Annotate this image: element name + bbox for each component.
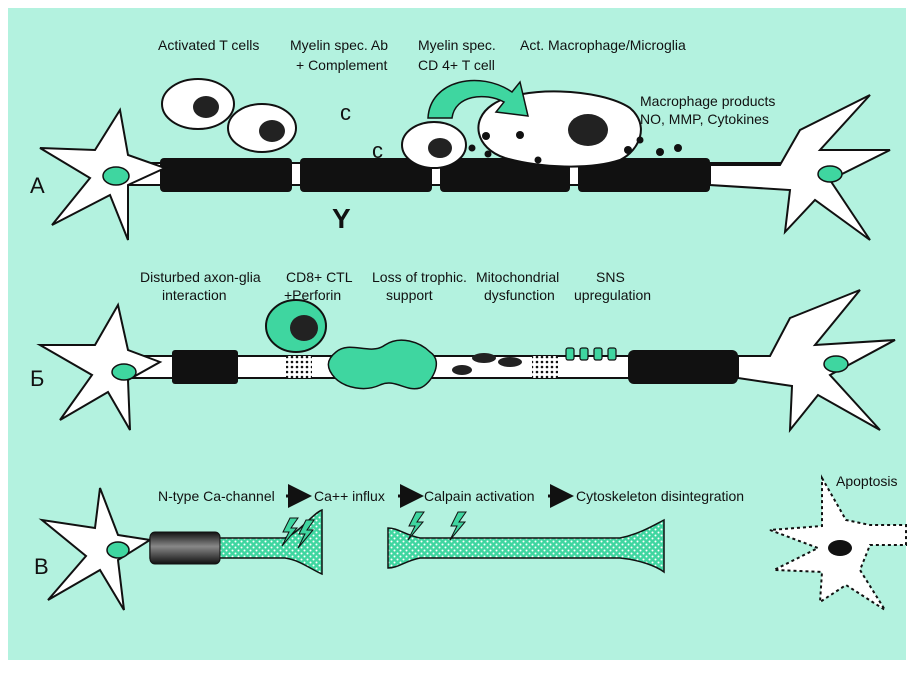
myelin-segment: [172, 350, 238, 384]
label-support: support: [386, 287, 433, 303]
label-upregulation: upregulation: [574, 287, 651, 303]
panel-v-letter: В: [34, 554, 49, 579]
label-interaction: interaction: [162, 287, 227, 303]
label-sns: SNS: [596, 269, 625, 285]
cd8-ctl-nucleus: [290, 315, 318, 341]
macrophage-nucleus: [568, 114, 608, 146]
label-n-type-ca-channel: N-type Ca-channel: [158, 488, 275, 504]
antibody-symbol: Y: [332, 203, 351, 234]
cd4-t-cell-nucleus: [428, 138, 452, 158]
nucleus-icon: [828, 540, 852, 556]
label-cd8-ctl: CD8+ CTL: [286, 269, 353, 285]
label-dysfunction: dysfunction: [484, 287, 555, 303]
trophic-support-blob: [328, 340, 436, 389]
myelin-segment: [300, 158, 432, 192]
label-complement: + Complement: [296, 57, 388, 73]
complement-symbol: c: [372, 138, 383, 163]
label-calpain-activation: Calpain activation: [424, 488, 535, 504]
label-macrophage-products-list: NO, MMP, Cytokines: [640, 111, 769, 127]
label-ca-influx: Ca++ influx: [314, 488, 385, 504]
myelin-segment: [160, 158, 292, 192]
label-activated-t-cells: Activated T cells: [158, 37, 259, 53]
nucleus-icon: [103, 167, 129, 185]
label-myelin-ab: Myelin spec. Ab: [290, 37, 388, 53]
perforin-region: [286, 356, 312, 378]
complement-symbol: c: [340, 100, 351, 125]
label-cytoskeleton-disintegration: Cytoskeleton disintegration: [576, 488, 744, 504]
mitochondrion: [472, 353, 496, 363]
panel-b-letter: Б: [30, 366, 44, 391]
label-axon-glia: Disturbed axon-glia: [140, 269, 261, 285]
ca-channel-cylinder: [150, 532, 220, 564]
panel-a-letter: A: [30, 173, 45, 198]
mitochondrion: [452, 365, 472, 375]
label-mitochondrial: Mitochondrial: [476, 269, 559, 285]
nucleus-icon: [818, 166, 842, 182]
label-macrophage: Act. Macrophage/Microglia: [520, 37, 686, 53]
myelin-segment: [628, 350, 738, 384]
t-cell-nucleus: [193, 96, 219, 118]
t-cell-nucleus: [259, 120, 285, 142]
nucleus-icon: [112, 364, 136, 380]
label-perforin: +Perforin: [284, 287, 341, 303]
label-myelin-spec: Myelin spec.: [418, 37, 496, 53]
nucleus-icon: [824, 356, 848, 372]
label-macrophage-products: Macrophage products: [640, 93, 775, 109]
mitochondrion: [498, 357, 522, 367]
label-apoptosis: Apoptosis: [836, 473, 897, 489]
label-cd4-t-cell: CD 4+ T cell: [418, 57, 495, 73]
label-trophic: Loss of trophic.: [372, 269, 467, 285]
nucleus-icon: [107, 542, 129, 558]
perforin-region: [532, 356, 558, 378]
